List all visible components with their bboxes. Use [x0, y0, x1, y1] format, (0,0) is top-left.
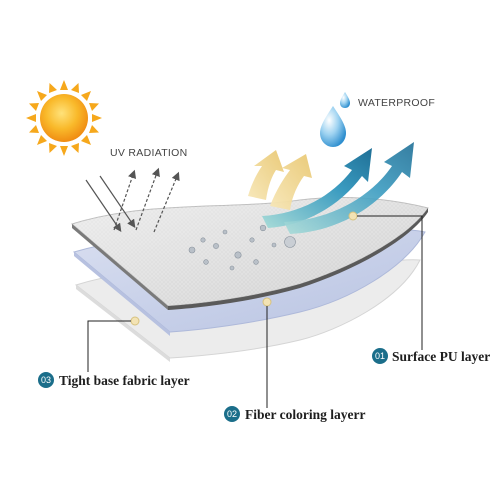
surface-pu-label: Surface PU layer: [392, 349, 490, 364]
sun-icon: [26, 80, 102, 156]
uv-arrow-icon: [85, 167, 180, 233]
badge-01: [372, 348, 388, 364]
callout-surface-pu: 01 Surface PU layer: [348, 211, 490, 364]
svg-text:02: 02: [227, 409, 237, 419]
svg-text:03: 03: [41, 375, 51, 385]
badge-03: [38, 372, 54, 388]
callout-base-fabric: 03 Tight base fabric layer: [38, 316, 190, 388]
water-beads: [188, 224, 296, 271]
svg-text:01: 01: [375, 351, 385, 361]
uv-radiation-label: UV RADIATION: [110, 147, 188, 159]
base-fabric-label: Tight base fabric layer: [59, 373, 190, 388]
surface-pu-layer: [70, 197, 429, 310]
reflect-arrow-icon: [248, 150, 312, 210]
badge-02: [224, 406, 240, 422]
callout-fiber-coloring: 02 Fiber coloring layerr: [224, 297, 365, 422]
water-drop-icon: [320, 92, 350, 147]
waterproof-label: WATERPROOF: [358, 97, 435, 109]
fiber-coloring-label: Fiber coloring layerr: [245, 407, 365, 422]
